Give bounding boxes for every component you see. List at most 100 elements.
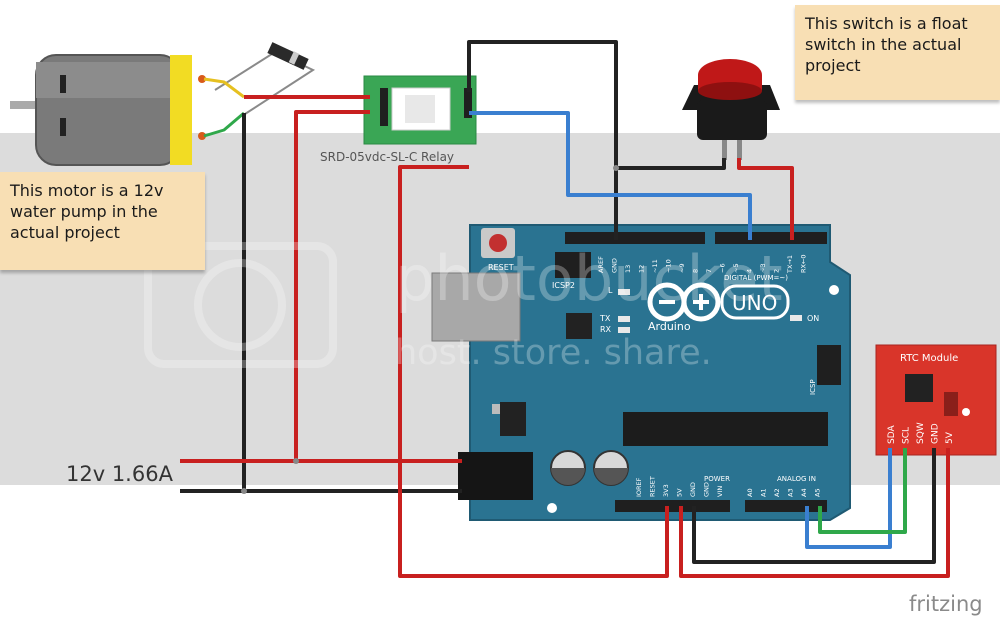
rtc-pin-label: SCL: [902, 427, 912, 444]
digital-pin-label: 13: [624, 265, 632, 273]
note-line: This motor is a 12v: [10, 181, 164, 200]
wire-rtc-gnd-black: [692, 448, 936, 564]
wire-rtc-scl-green: [818, 448, 907, 534]
digital-pin-label: TX→1: [786, 255, 794, 274]
icsp-header: [817, 345, 841, 385]
led-l-text: L: [608, 286, 613, 295]
power-header: [615, 500, 730, 512]
digital-pin-label: ~9: [678, 263, 686, 273]
motor-note: This motor is a 12v water pump in the ac…: [0, 172, 205, 270]
rtc-pin-label: GND: [931, 423, 941, 444]
led-tx: [618, 316, 630, 322]
wires: [180, 40, 950, 578]
reset-text: RESET: [488, 263, 514, 272]
analog-pin-label: A1: [760, 488, 768, 497]
analog-pin-label: A0: [746, 488, 754, 497]
motor-lead-yellow: [203, 77, 245, 99]
rtc-pin-label: SQW: [916, 422, 926, 444]
digital-header-left: [565, 232, 705, 244]
mounting-hole: [547, 503, 557, 513]
brand-text: Arduino: [648, 320, 691, 333]
analog-in-text: ANALOG IN: [777, 475, 816, 483]
rtc-chip: [905, 374, 933, 402]
digital-pin-label: ~3: [759, 263, 767, 273]
motor-end-cap: [170, 55, 192, 165]
note-line: This switch is a float: [805, 14, 968, 33]
led-on: [790, 315, 802, 321]
power-pin-label: RESET: [649, 476, 657, 497]
dc-motor: [10, 54, 206, 166]
mounting-hole: [829, 285, 839, 295]
wire-relay-gnd-black: [467, 40, 618, 240]
analog-pin-label: A4: [800, 488, 808, 497]
usb-port: [431, 272, 521, 342]
power-pin-label: VIN: [716, 486, 724, 497]
wire-rtc-sda-blue: [805, 448, 892, 549]
analog-pin-label: A5: [814, 488, 822, 497]
analog-pin-labels: A0 A1 A2 A3 A4 A5: [746, 488, 822, 497]
wire-rtc-5v-red: [679, 448, 950, 578]
model-text: UNO: [732, 291, 777, 315]
rtc-title: RTC Module: [900, 353, 958, 364]
power-pin-label: GND: [703, 482, 711, 497]
wire-relay-vcc-red: [398, 165, 669, 578]
icsp2-header: [555, 252, 591, 278]
digital-pin-label: ~6: [719, 263, 727, 273]
analog-pin-label: A2: [773, 488, 781, 497]
wire-switch-pin2-red: [737, 158, 794, 240]
led-tx-text: TX: [599, 314, 611, 323]
led-l: [618, 289, 630, 295]
arduino-logo: [647, 282, 790, 322]
led-on-text: ON: [807, 314, 819, 323]
digital-pin-label: ~10: [665, 259, 673, 273]
digital-pin-label: AREF: [597, 256, 605, 273]
watermark-text-top: photobucket: [395, 242, 783, 315]
note-line: project: [805, 56, 861, 75]
diode: [214, 42, 316, 115]
watermark-text-bottom: host. store. share.: [395, 333, 712, 373]
dc-barrel-jack: [458, 452, 533, 500]
analog-header: [745, 500, 827, 512]
wire-relay-supply-red: [294, 110, 370, 461]
digital-pin-label: 4: [746, 269, 754, 273]
analog-pin-label: A3: [787, 488, 795, 497]
digital-header-right: [715, 232, 827, 244]
power-pin-label: 3V3: [662, 484, 670, 497]
power-pin-labels: IOREF RESET 3V3 5V GND GND VIN: [635, 476, 724, 497]
digital-text: DIGITAL (PWM=~): [724, 274, 788, 282]
motor-lead-green: [203, 111, 245, 138]
rtc-pin-label: SDA: [887, 425, 897, 444]
photobucket-watermark: photobucket host. store. share.: [144, 242, 783, 373]
arduino-uno-board: RESET ICSP2 L TX RX ON UNO Arduino DIGIT…: [431, 224, 851, 521]
digital-pin-label: 7: [705, 269, 713, 273]
relay-label: SRD-05vdc-SL-C Relay: [320, 150, 455, 164]
icsp-text: ICSP: [809, 379, 817, 395]
note-line: actual project: [10, 223, 120, 242]
digital-pin-label: 8: [692, 269, 700, 273]
relay-module: [363, 75, 477, 145]
capacitor: [550, 450, 586, 486]
wire-relay-signal-blue: [469, 111, 752, 240]
relay-left-terminal: [380, 88, 388, 126]
icsp2-text: ICSP2: [552, 281, 575, 290]
note-line: water pump in the: [10, 202, 158, 221]
digital-pin-label: 12: [638, 265, 646, 273]
wire-switch-gnd-black: [616, 158, 726, 170]
digital-pin-label: RX←0: [800, 254, 808, 273]
relay-right-terminal: [464, 88, 472, 118]
power-pin-label: GND: [689, 482, 697, 497]
digital-pin-label: 2: [773, 269, 781, 273]
small-chip: [566, 313, 592, 339]
power-pin-label: 5V: [676, 488, 684, 497]
digital-pin-label: GND: [611, 258, 619, 273]
rtc-pin-label: 5V: [945, 431, 955, 444]
push-button-switch: [682, 59, 780, 160]
fritzing-brand: fritzing: [909, 592, 983, 616]
rtc-module: RTC Module SDA SCL SQW GND 5V: [875, 344, 997, 456]
power-text: POWER: [704, 475, 730, 483]
voltage-regulator: [500, 402, 526, 436]
power-pin-label: IOREF: [635, 477, 643, 497]
